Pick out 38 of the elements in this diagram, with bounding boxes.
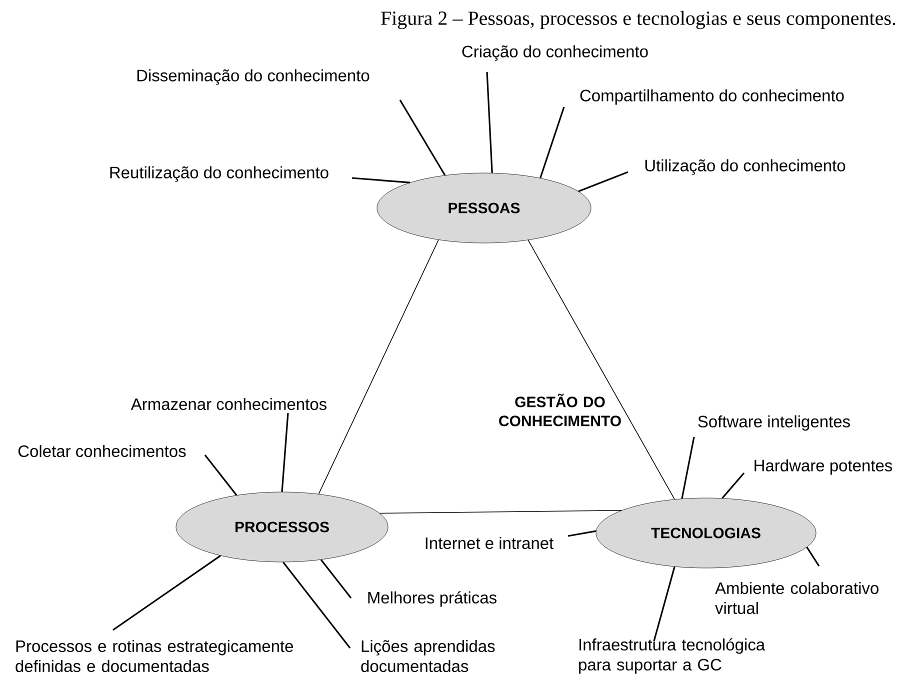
center-label: GESTÃO DO CONHECIMENTO [499, 394, 621, 426]
component-label: Utilização do conhecimento [645, 159, 846, 175]
component-label: Coletar conhecimentos [18, 444, 186, 458]
leader-line [281, 412, 289, 492]
leader-line [204, 454, 238, 496]
connector-line [379, 510, 622, 514]
leader-line [282, 562, 351, 648]
component-label: Lições aprendidas documentadas [361, 640, 495, 672]
leader-line [681, 436, 695, 499]
leader-line [578, 171, 628, 192]
leader-line [568, 530, 596, 537]
connector-line [318, 239, 439, 494]
ellipse-node: PROCESSOS [176, 492, 388, 562]
component-label: Disseminação do conhecimento [137, 69, 370, 85]
component-label: Armazenar conhecimentos [130, 398, 326, 410]
leader-line [653, 566, 676, 642]
leader-line [399, 100, 446, 176]
component-label: Compartilhamento do conhecimento [580, 89, 844, 105]
connector-line [528, 240, 675, 500]
leader-line [352, 177, 410, 184]
leader-line [540, 106, 565, 178]
leader-line [320, 559, 352, 598]
leader-line [806, 546, 820, 566]
component-label: Criação do conhecimento [462, 45, 648, 61]
leader-line [112, 555, 221, 631]
leader-line [486, 72, 493, 173]
component-label: Hardware potentes [754, 459, 892, 475]
ellipse-node: PESSOAS [376, 172, 592, 244]
figure-title: Figura 2 – Pessoas, processos e tecnologias e seus componentes. [381, 10, 896, 30]
component-label: Internet e intranet [426, 536, 554, 550]
component-label: Ambiente colaborativo virtual [715, 582, 878, 614]
component-label: Reutilização do conhecimento [110, 166, 328, 182]
component-label: Software inteligentes [698, 415, 850, 431]
component-label: Infraestrutura tecnológica para suportar a GC [579, 638, 766, 674]
component-label: Melhores práticas [368, 591, 496, 607]
leader-line [722, 472, 745, 499]
ellipse-node: TECNOLOGIAS [596, 498, 816, 568]
component-label: Processos e rotinas estrategicamente definidas e documentadas [16, 640, 294, 672]
